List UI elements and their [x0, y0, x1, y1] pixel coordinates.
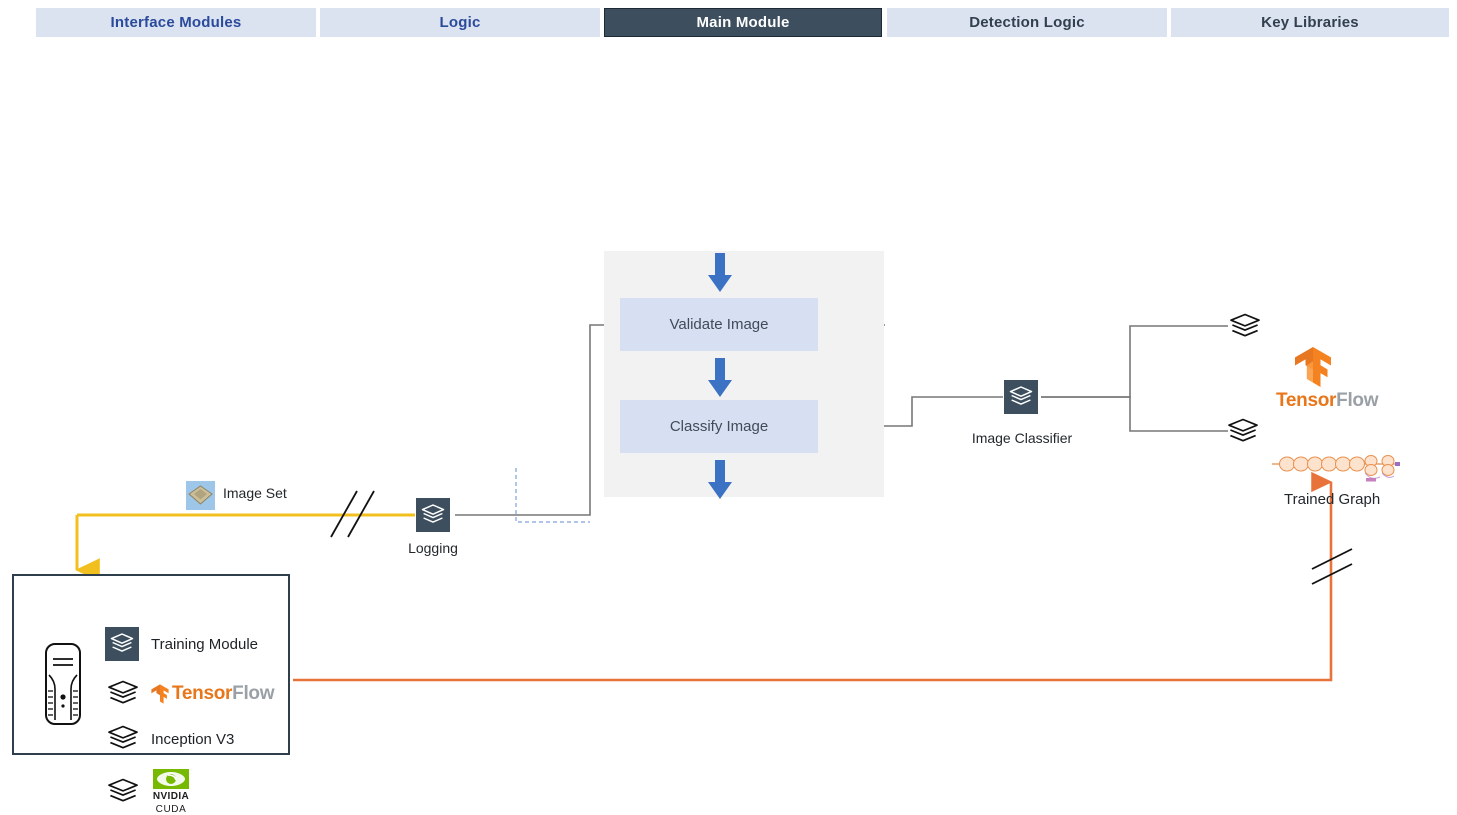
stack-layers-outline-icon	[1230, 313, 1260, 337]
tensorflow-logo	[1295, 347, 1331, 387]
tab-interface-modules[interactable]: Interface Modules	[36, 8, 316, 37]
neural-graph-icon	[1272, 455, 1400, 482]
tab-label: Key Libraries	[1261, 14, 1359, 31]
stack-layers-icon	[1009, 386, 1033, 405]
tensorflow-wordmark-part-a: Tensor	[1276, 390, 1337, 411]
image-set-icon	[186, 481, 215, 510]
stack-layers-outline-icon	[108, 778, 138, 802]
node-image-classifier[interactable]	[1004, 380, 1038, 414]
tensorflow-wordmark: TensorFlow	[1276, 390, 1379, 412]
break-mark-yellow-1	[330, 490, 358, 538]
process-label: Validate Image	[669, 316, 769, 333]
training-row-inception-v3[interactable]: Inception V3	[107, 725, 234, 753]
tensorflow-logo	[151, 684, 169, 704]
tab-logic[interactable]: Logic	[320, 8, 600, 37]
tab-key-libraries[interactable]: Key Libraries	[1171, 8, 1449, 37]
tab-label: Main Module	[696, 14, 790, 31]
tensorflow-wordmark-part-a: Tensor	[172, 683, 233, 704]
server-tower-icon	[45, 643, 81, 725]
wire-image-classifier-to-tensorflow	[1041, 325, 1228, 398]
process-box-validate-image[interactable]: Validate Image	[620, 298, 818, 351]
node-logging[interactable]	[416, 498, 450, 532]
training-row-tensorflow[interactable]: TensorFlow	[107, 680, 275, 708]
tab-label: Detection Logic	[969, 14, 1085, 31]
main-module-panel	[604, 251, 884, 497]
connector-layer	[75, 252, 1353, 682]
process-box-classify-image[interactable]: Classify Image	[620, 400, 818, 453]
down-arrow-icon	[708, 358, 732, 397]
tensorflow-wordmark-part-b: Flow	[1336, 390, 1379, 411]
nvidia-cuda-logo: NVIDIA CUDA	[151, 768, 191, 815]
tab-bar: Interface Modules Logic Main Module Dete…	[0, 0, 1457, 45]
nvidia-eye-icon	[153, 769, 189, 789]
training-module-box: Training Module TensorFlow	[12, 574, 290, 815]
cuda-label: CUDA	[155, 804, 187, 815]
tensorflow-wordmark-part-b: Flow	[232, 683, 275, 704]
stack-layers-outline-icon	[108, 680, 138, 704]
tab-label: Interface Modules	[110, 14, 242, 31]
break-mark-orange-2	[1311, 548, 1353, 570]
training-row-label: Inception V3	[151, 730, 235, 748]
down-arrow-icon	[708, 253, 732, 292]
break-mark-orange-1	[1311, 563, 1353, 585]
nvidia-brand-label: NVIDIA	[152, 791, 190, 802]
wire-image-classifier-to-trained-graph	[1041, 396, 1228, 432]
image-set-label: Image Set	[223, 485, 287, 501]
stack-layers-icon	[421, 504, 445, 523]
training-row-cuda[interactable]: NVIDIA CUDA	[107, 768, 191, 815]
diagram-canvas: Validate Image Classify Image Image Set …	[0, 45, 1457, 815]
wire-dashed-route-hint	[515, 468, 590, 523]
training-row-training-module[interactable]: Training Module	[105, 627, 258, 661]
break-mark-yellow-2	[347, 490, 375, 538]
down-arrow-icon	[708, 460, 732, 499]
wire-trained-graph-to-training-module	[293, 471, 1333, 682]
tab-main-module[interactable]: Main Module	[604, 8, 882, 37]
training-row-label: Training Module	[151, 635, 258, 653]
stack-layers-outline-icon	[1228, 418, 1258, 442]
node-logging-label: Logging	[408, 540, 458, 556]
node-image-classifier-label: Image Classifier	[971, 430, 1073, 446]
trained-graph-label: Trained Graph	[1284, 491, 1381, 508]
tab-detection-logic[interactable]: Detection Logic	[887, 8, 1167, 37]
tab-label: Logic	[439, 14, 481, 31]
stack-layers-icon	[105, 627, 139, 661]
stack-layers-outline-icon	[108, 725, 138, 749]
process-label: Classify Image	[669, 418, 769, 435]
